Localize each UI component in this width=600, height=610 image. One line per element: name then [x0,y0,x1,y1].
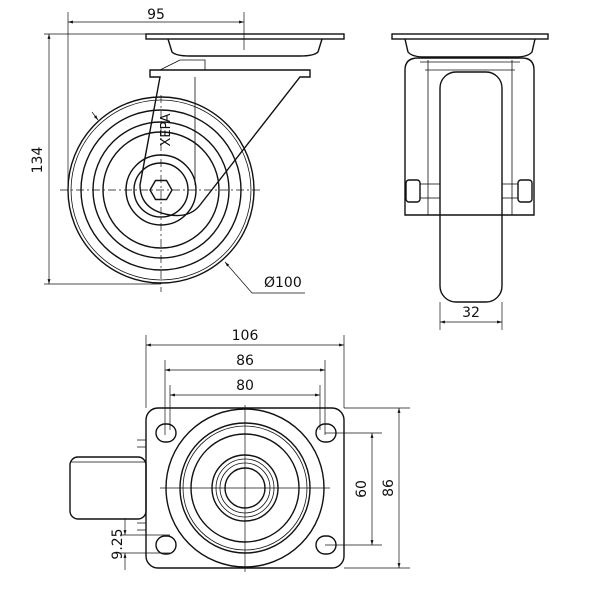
dimension-hole-offset: 9.25 [110,518,170,570]
dimension-offset: 95 [67,7,245,190]
dimension-hole-spacing-x-inner: 80 [169,378,321,430]
side-view: XEPA 95 134 Ø100 [30,7,345,294]
wheel-front [439,71,503,303]
dimension-height: 134 [30,33,161,285]
axle-nut-right [517,179,533,203]
dimension-wheel-width: 32 [439,302,503,330]
front-view: 32 [391,33,549,330]
axle-nut-left [405,179,421,203]
diameter-label: Ø100 [264,275,302,291]
hole-spacing-y-label: 60 [354,480,370,498]
dimension-plate-width: 106 [145,328,345,408]
dimension-hole-spacing-y: 60 [325,432,382,546]
dimension-diameter: Ø100 [91,111,305,294]
hole-spacing-x-label: 86 [236,353,254,369]
hole-offset-label: 9.25 [110,528,126,559]
top-view: 106 86 80 60 86 9.25 [69,328,410,572]
dimension-hole-spacing-x: 86 [164,353,326,435]
dimension-plate-length: 86 [344,407,410,569]
top-plate [145,33,345,57]
wheel-width-label: 32 [462,305,480,321]
plate-width-label: 106 [232,328,259,344]
hole-spacing-x-inner-label: 80 [236,378,254,394]
height-label: 134 [30,147,46,174]
brake [69,456,147,520]
brand-mark: XEPA [159,113,174,146]
offset-label: 95 [147,7,165,23]
fork: XEPA [139,59,311,217]
plate-length-label: 86 [381,479,397,497]
